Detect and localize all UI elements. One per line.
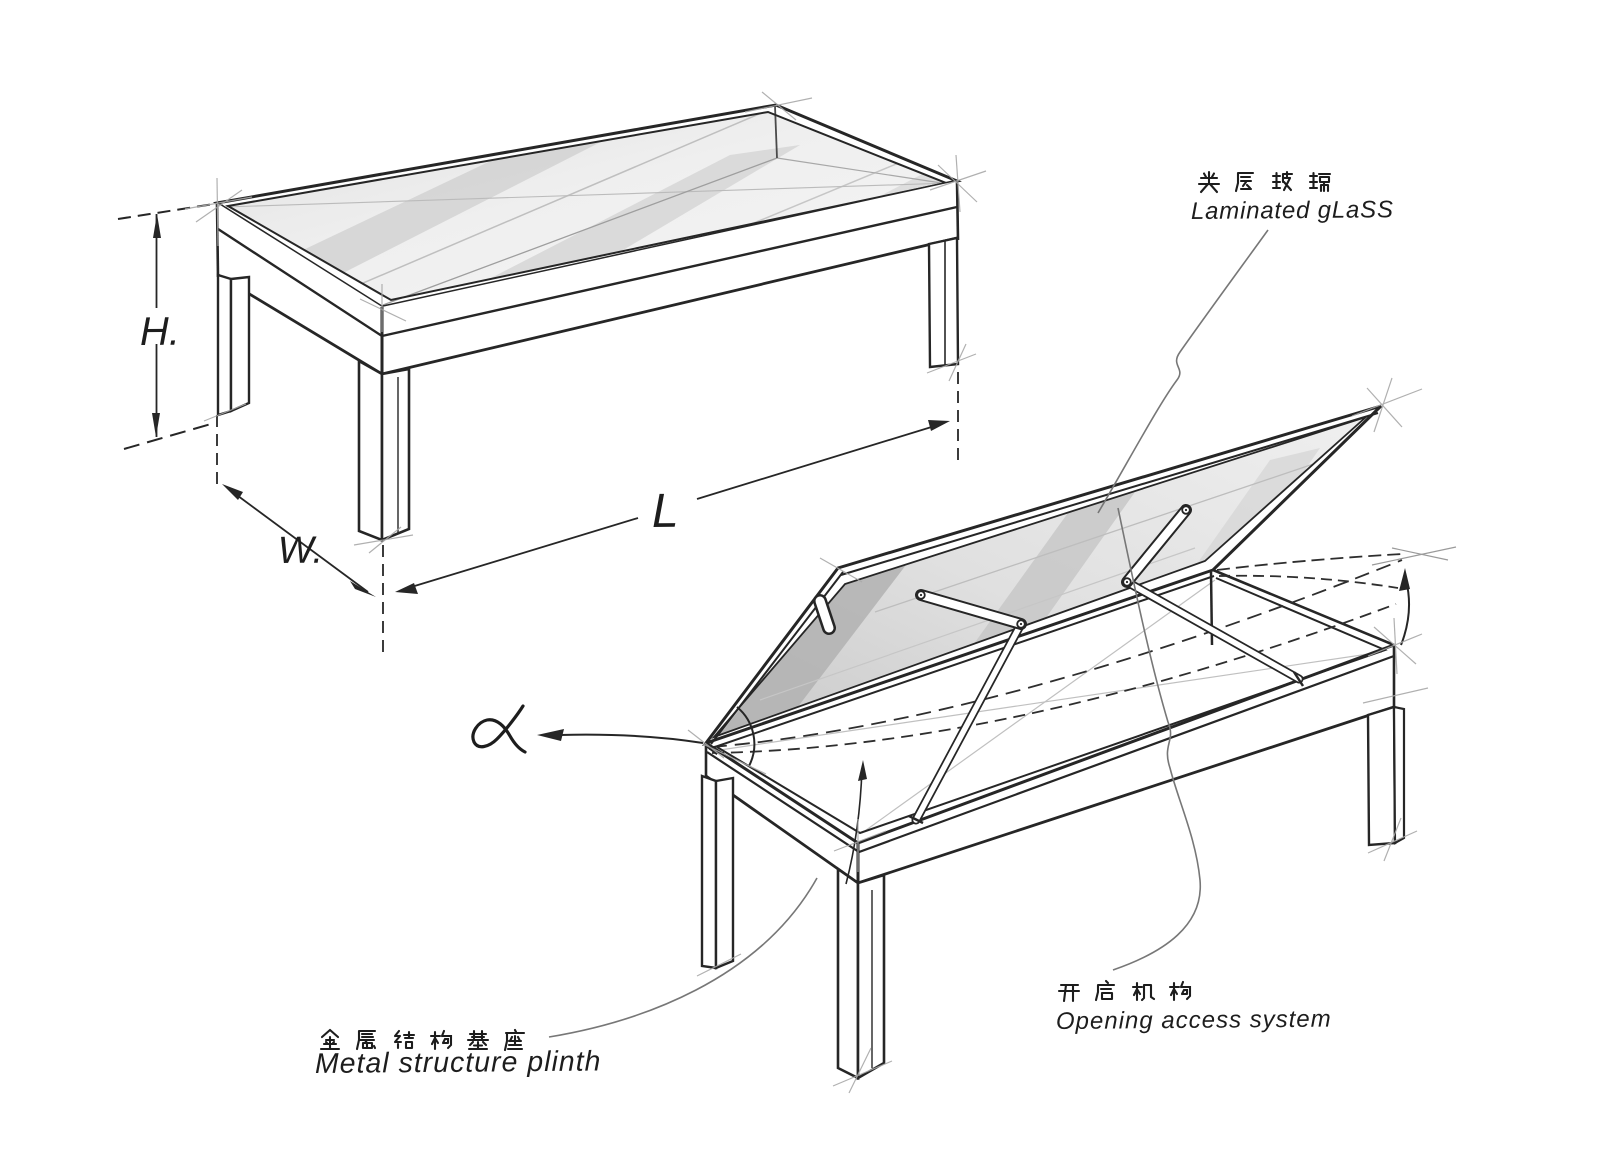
svg-text:W.: W. — [278, 530, 323, 572]
svg-text:Opening access system: Opening access system — [1056, 1006, 1332, 1035]
svg-text:Laminated gLaSS: Laminated gLaSS — [1191, 196, 1394, 225]
svg-text:L: L — [652, 485, 679, 538]
svg-text:H.: H. — [140, 310, 180, 354]
svg-text:Metal structure plinth: Metal structure plinth — [315, 1046, 602, 1080]
